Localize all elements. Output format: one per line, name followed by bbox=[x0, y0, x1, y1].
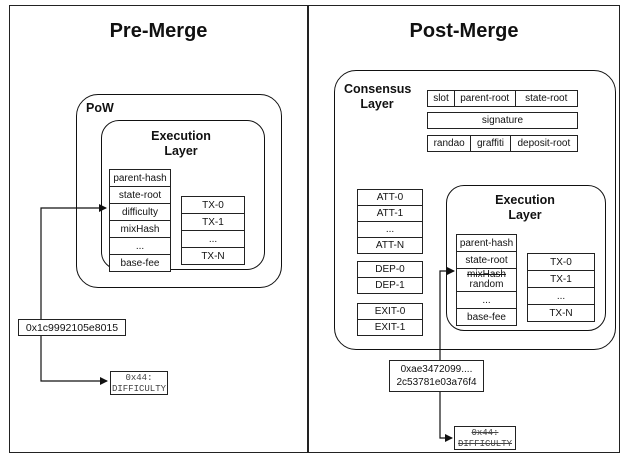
field-mixhash-random: mixHash random bbox=[456, 268, 517, 292]
field-signature: signature bbox=[427, 112, 578, 129]
att-1: ATT-1 bbox=[357, 205, 423, 222]
tx-0: TX-0 bbox=[181, 196, 245, 214]
tx-ellipsis: ... bbox=[181, 230, 245, 248]
field-ellipsis: ... bbox=[456, 291, 517, 309]
exit-1: EXIT-1 bbox=[357, 319, 423, 336]
tx-0: TX-0 bbox=[527, 253, 595, 271]
field-deposit-root: deposit-root bbox=[509, 135, 579, 152]
pre-header-fields: parent-hash state-root difficulty mixHas… bbox=[109, 169, 171, 272]
field-slot: slot bbox=[427, 90, 455, 107]
field-parent-hash: parent-hash bbox=[109, 169, 171, 187]
exits-list: EXIT-0 EXIT-1 bbox=[357, 303, 423, 336]
post-execution-layer-label: Execution Layer bbox=[495, 193, 555, 222]
post-merge-title: Post-Merge bbox=[409, 20, 519, 42]
field-base-fee: base-fee bbox=[109, 254, 171, 272]
att-0: ATT-0 bbox=[357, 189, 423, 206]
tx-1: TX-1 bbox=[527, 270, 595, 288]
field-mixhash: mixHash bbox=[109, 220, 171, 238]
field-mixhash: mixHash bbox=[467, 269, 506, 280]
field-state-root: state-root bbox=[456, 251, 517, 269]
tx-1: TX-1 bbox=[181, 213, 245, 231]
post-header-fields: parent-hash state-root mixHash random ..… bbox=[456, 234, 517, 326]
field-random: random bbox=[469, 279, 504, 290]
dep-1: DEP-1 bbox=[357, 277, 423, 294]
att-n: ATT-N bbox=[357, 237, 423, 254]
deposits-list: DEP-0 DEP-1 bbox=[357, 261, 423, 294]
pre-opcode-box: 0x44: DIFFICULTY bbox=[110, 371, 168, 395]
exit-0: EXIT-0 bbox=[357, 303, 423, 320]
tx-n: TX-N bbox=[181, 247, 245, 265]
attestations-list: ATT-0 ATT-1 ... ATT-N bbox=[357, 189, 423, 254]
field-randao: randao bbox=[427, 135, 472, 152]
consensus-row-3: randao graffiti deposit-root bbox=[427, 135, 579, 152]
field-base-fee: base-fee bbox=[456, 308, 517, 326]
pre-execution-layer-label: Execution Layer bbox=[151, 129, 211, 158]
field-graffiti: graffiti bbox=[470, 135, 511, 152]
field-difficulty: difficulty bbox=[109, 203, 171, 221]
field-state-root: state-root bbox=[109, 186, 171, 204]
post-opcode-text: 0x44: DIFFICULTY bbox=[457, 428, 512, 449]
post-tx-fields: TX-0 TX-1 ... TX-N bbox=[527, 253, 595, 322]
att-ellipsis: ... bbox=[357, 221, 423, 238]
pre-tx-fields: TX-0 TX-1 ... TX-N bbox=[181, 196, 245, 265]
tx-n: TX-N bbox=[527, 304, 595, 322]
tx-ellipsis: ... bbox=[527, 287, 595, 305]
field-parent-hash: parent-hash bbox=[456, 234, 517, 252]
pre-difficulty-value: 0x1c9992105e8015 bbox=[18, 319, 126, 336]
dep-0: DEP-0 bbox=[357, 261, 423, 278]
consensus-row-1: slot parent-root state-root bbox=[427, 90, 578, 107]
consensus-layer-label: Consensus Layer bbox=[344, 82, 412, 111]
field-state-root-consensus: state-root bbox=[514, 90, 578, 107]
field-parent-root: parent-root bbox=[453, 90, 516, 107]
field-ellipsis: ... bbox=[109, 237, 171, 255]
post-opcode-box: 0x44: DIFFICULTY bbox=[454, 426, 516, 450]
pre-merge-title: Pre-Merge bbox=[109, 20, 208, 42]
post-random-value: 0xae3472099.... 2c53781e03a76f4 bbox=[389, 360, 484, 392]
pow-label: PoW bbox=[86, 101, 114, 115]
